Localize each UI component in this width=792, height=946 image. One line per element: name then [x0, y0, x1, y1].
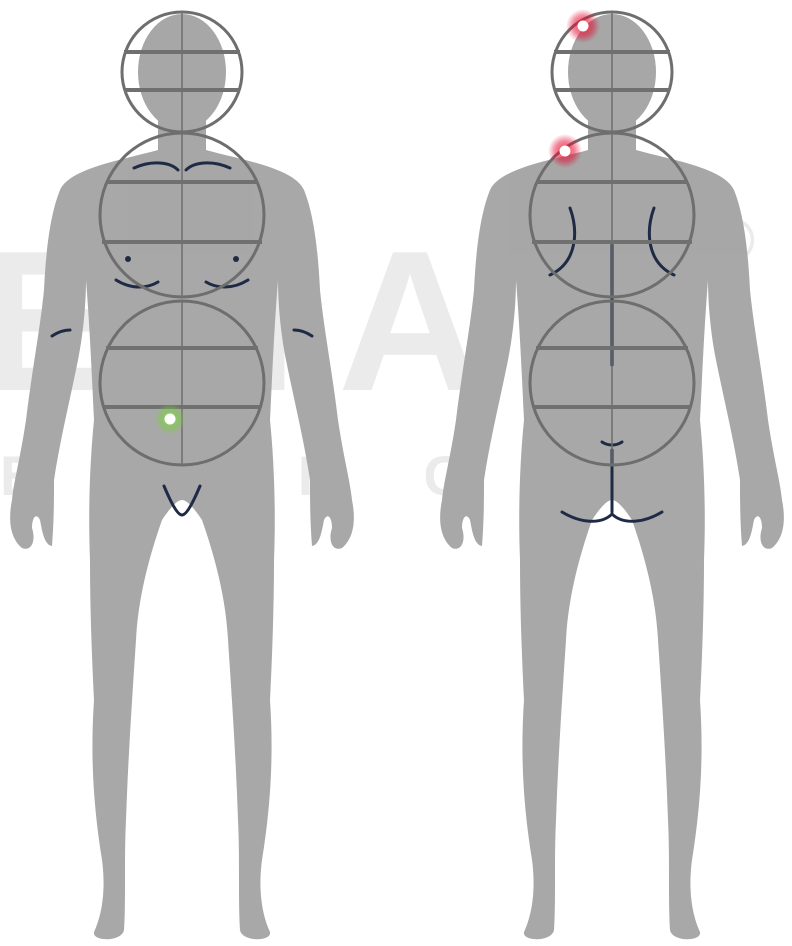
abdomen-marker[interactable]: [154, 403, 186, 435]
left-nipple: [125, 256, 131, 262]
right-nipple: [233, 256, 239, 262]
shoulder-marker[interactable]: [548, 134, 582, 168]
head-marker[interactable]: [566, 9, 600, 43]
